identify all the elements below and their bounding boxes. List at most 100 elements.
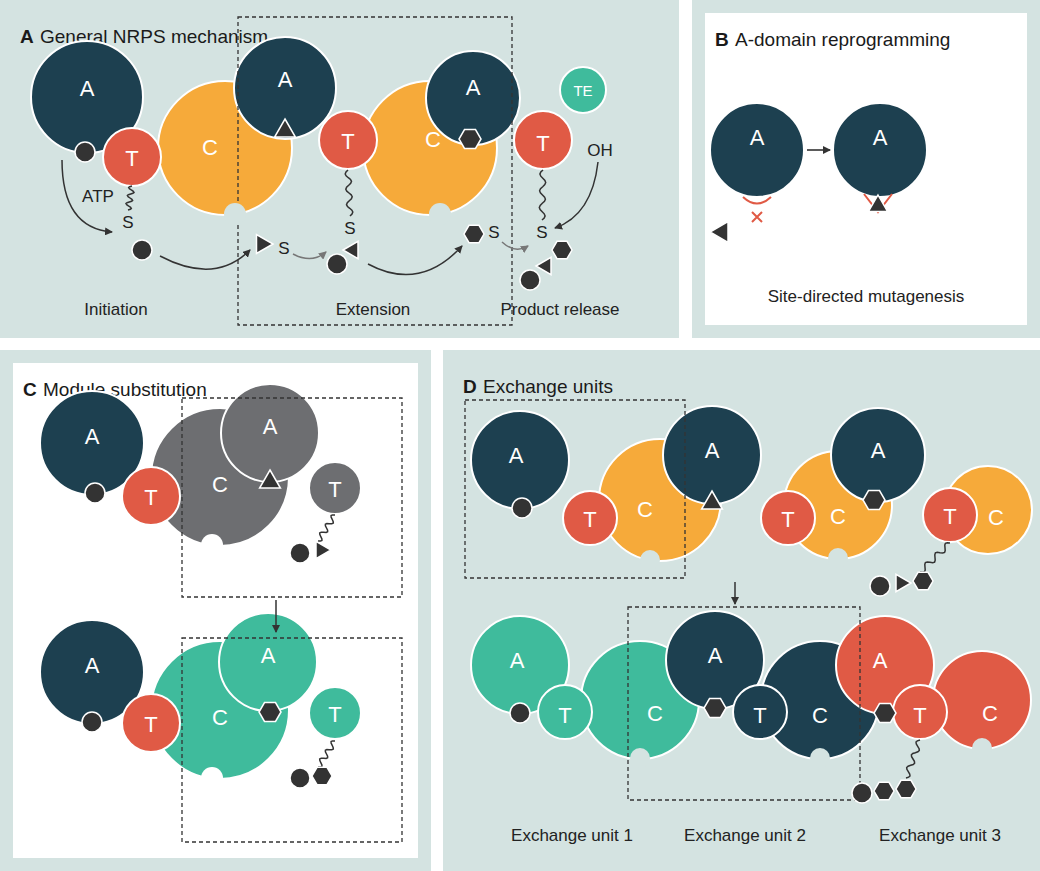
domain-label: T: [781, 509, 794, 531]
dashed-box: [182, 17, 860, 842]
amino-acid-triangle: [536, 257, 551, 274]
thioester-sulfur: S: [344, 220, 355, 237]
amino-acid-circle: [132, 240, 152, 260]
annotation: OH: [587, 142, 613, 159]
domain-label: C: [212, 474, 228, 496]
amino-acid-triangle: [869, 195, 888, 212]
amino-acid-hexagon: [863, 491, 885, 510]
panel-letter: C: [23, 379, 37, 401]
amino-acid-hexagon: [874, 782, 894, 799]
domain-circle: T: [562, 490, 618, 546]
domain-circle: A: [470, 410, 570, 510]
domain-circle: C: [932, 650, 1032, 750]
domain-circle: T: [922, 487, 978, 543]
domain-circle: A: [218, 612, 318, 712]
panel-inner: [13, 363, 418, 858]
domain-label: T: [328, 479, 341, 501]
domain-label: C: [212, 707, 228, 729]
c-domain-notch: [640, 550, 660, 570]
panel-ground: [0, 0, 679, 338]
panel: BA-domain reprogrammingAA: [692, 0, 1040, 338]
c-domain-notch: [224, 203, 246, 225]
annotation: Product release: [500, 301, 619, 318]
thioester-sulfur: S: [536, 224, 547, 241]
panel-inner: [705, 13, 1027, 325]
amino-acid-triangle: [275, 119, 296, 137]
annotation: Extension: [336, 301, 411, 318]
domain-circle: A: [709, 102, 805, 198]
amino-acid-circle: [85, 483, 105, 503]
domain-circle: T: [732, 684, 788, 740]
amino-acid-circle: [290, 543, 310, 563]
panel-ground: [692, 0, 1040, 338]
domain-label: T: [144, 714, 157, 736]
domain-circle: TE: [559, 66, 607, 114]
c-domain-notch: [630, 748, 650, 768]
annotation: Exchange unit 3: [879, 827, 1001, 844]
domain-label: T: [144, 487, 157, 509]
domain-label: T: [341, 131, 354, 153]
domain-circle: T: [513, 110, 573, 170]
amino-acid-circle: [327, 254, 347, 274]
amino-acid-hexagon: [704, 699, 726, 718]
c-domain-notch: [810, 748, 830, 768]
domain-circle: T: [308, 461, 362, 515]
domain-circle: A: [830, 407, 926, 503]
amino-acid-triangle: [316, 541, 331, 558]
c-domain-notch: [972, 738, 992, 758]
amino-acid-circle: [520, 270, 540, 290]
thioester-sulfur: S: [122, 214, 133, 231]
amino-acid-circle: [852, 783, 872, 803]
amino-acid-triangle: [896, 574, 911, 591]
domain-label: A: [705, 440, 720, 462]
amino-acid-triangle: [702, 491, 723, 509]
amino-acid-triangle: [710, 222, 728, 243]
amino-acid-circle: [512, 498, 532, 518]
phosphopantetheine-arm: [318, 515, 335, 541]
domain-circle: T: [308, 686, 362, 740]
domain-label: A: [750, 127, 765, 149]
domain-label: T: [328, 704, 341, 726]
domain-circle: T: [121, 693, 181, 753]
amino-acid-hexagon: [464, 225, 484, 242]
domain-label: T: [583, 509, 596, 531]
phosphopantetheine-arm: [318, 741, 335, 767]
domain-circle: T: [760, 490, 816, 546]
domain-circle: T: [537, 684, 593, 740]
domain-label: T: [125, 148, 138, 170]
domain-circle: T: [121, 466, 181, 526]
panel-letter: D: [463, 376, 477, 398]
amino-acid-triangle: [260, 470, 281, 488]
panel-ground: [443, 350, 1040, 871]
domain-circle: T: [318, 110, 378, 170]
panel: AGeneral NRPS mechanismCCAAATTTTE: [0, 0, 679, 338]
domain-label: A: [466, 77, 481, 99]
domain-label: T: [536, 133, 549, 155]
domain-label: C: [988, 507, 1004, 529]
domain-label: A: [278, 69, 293, 91]
domain-label: C: [812, 705, 828, 727]
panel: CModule substitutionCCAAAATTTT: [0, 350, 431, 871]
annotation: Exchange unit 1: [511, 827, 633, 844]
annotation: Site-directed mutagenesis: [768, 288, 965, 305]
c-domain-notch: [201, 534, 223, 556]
domain-label: C: [202, 137, 218, 159]
domain-label: C: [637, 499, 653, 521]
domain-label: A: [263, 416, 278, 438]
domain-label: A: [85, 426, 100, 448]
annotation: Initiation: [84, 301, 147, 318]
domain-label: A: [871, 440, 886, 462]
c-domain-notch: [201, 767, 223, 789]
domain-label: A: [873, 650, 888, 672]
domain-label: T: [753, 705, 766, 727]
domain-label: TE: [573, 83, 592, 98]
domain-circle: A: [832, 102, 928, 198]
panel-title: Exchange units: [483, 376, 613, 398]
panel-letter: B: [715, 29, 729, 51]
amino-acid-hexagon: [459, 130, 481, 149]
domain-label: T: [558, 705, 571, 727]
domain-label: C: [647, 703, 663, 725]
amino-acid-circle: [290, 768, 310, 788]
domain-label: T: [943, 506, 956, 528]
